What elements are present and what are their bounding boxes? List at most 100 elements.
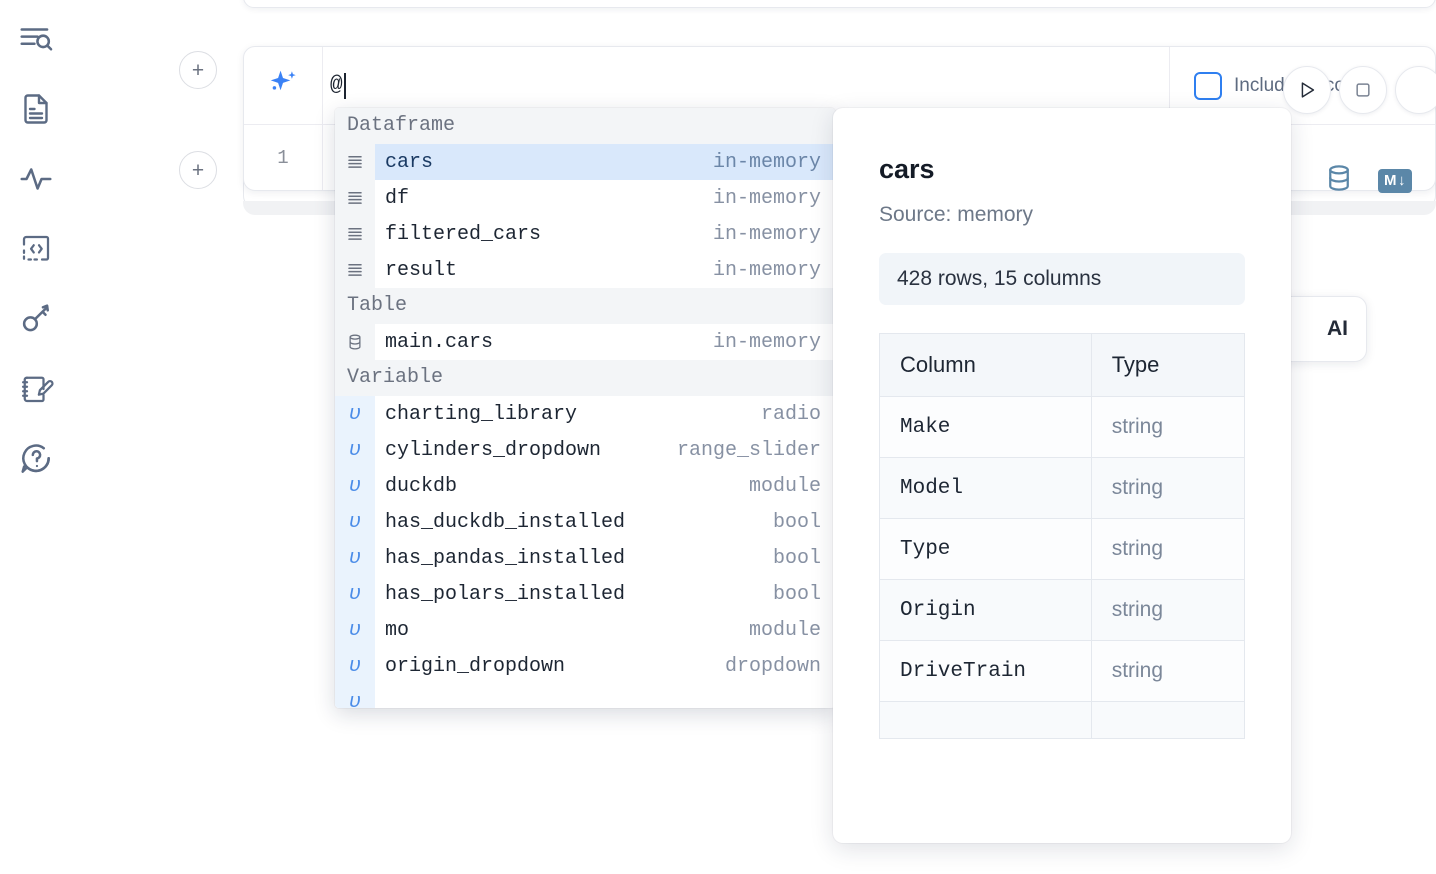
cell-gutter-divider	[322, 47, 323, 190]
autocomplete-item-type: in-memory	[712, 222, 821, 246]
database-icon[interactable]	[1324, 163, 1354, 198]
autocomplete-item-name: main.cars	[385, 330, 494, 354]
cell-run-controls	[1283, 66, 1436, 114]
ai-code-row: 1	[244, 125, 1435, 191]
schema-header-type: Type	[1090, 333, 1246, 397]
autocomplete-item-type: dropdown	[724, 654, 821, 678]
variable-icon: υ	[335, 468, 375, 504]
schema-table-row	[879, 701, 1246, 739]
autocomplete-item-type: in-memory	[712, 150, 821, 174]
table-db-icon	[335, 324, 375, 360]
info-panel-source: Source: memory	[879, 203, 1034, 226]
secrets-key-icon[interactable]	[15, 298, 57, 340]
add-cell-button-bottom[interactable]: +	[179, 151, 217, 189]
autocomplete-item-name: cars	[385, 150, 434, 174]
autocomplete-item[interactable]: cars in-memory	[335, 144, 835, 180]
include-all-code-checkbox[interactable]	[1194, 72, 1222, 100]
variable-icon: υ	[335, 576, 375, 612]
autocomplete-item-name: has_duckdb_installed	[385, 510, 626, 534]
markdown-arrow: ↓	[1398, 171, 1406, 189]
dataframe-icon	[335, 252, 375, 288]
autocomplete-item-name: mo	[385, 618, 410, 642]
dataframe-icon	[335, 180, 375, 216]
autocomplete-item-name: charting_library	[385, 402, 578, 426]
info-panel-title: cars	[879, 154, 935, 184]
schema-cell-type	[1090, 701, 1246, 739]
ai-prompt-input[interactable]: @	[322, 47, 1435, 124]
notebook-file-icon[interactable]	[15, 88, 57, 130]
autocomplete-item[interactable]: df in-memory	[335, 180, 835, 216]
autocomplete-item-name: cylinders_dropdown	[385, 438, 602, 462]
variable-icon: υ	[335, 648, 375, 684]
autocomplete-item[interactable]: υ origin_dropdown dropdown	[335, 648, 835, 684]
schema-cell-type: string	[1090, 518, 1246, 580]
autocomplete-item[interactable]: υ	[335, 684, 835, 708]
autocomplete-group-header: Variable	[335, 360, 835, 396]
schema-header-column: Column	[879, 333, 1092, 397]
add-cell-button-top[interactable]: +	[179, 51, 217, 89]
snippets-icon[interactable]	[15, 228, 57, 270]
autocomplete-item-type: module	[748, 474, 821, 498]
autocomplete-item[interactable]: main.cars in-memory	[335, 324, 835, 360]
autocomplete-item-name: duckdb	[385, 474, 458, 498]
autocomplete-item-type: module	[748, 618, 821, 642]
code-cell-toolbar: M↓	[1324, 163, 1412, 198]
autocomplete-item-type: bool	[772, 582, 821, 606]
activity-icon[interactable]	[15, 158, 57, 200]
autocomplete-item-type: range_slider	[676, 438, 821, 462]
dataframe-icon	[335, 144, 375, 180]
explore-icon[interactable]	[15, 18, 57, 60]
markdown-letter: M	[1384, 171, 1397, 189]
schema-cell-type: string	[1090, 396, 1246, 458]
previous-cell-edge	[243, 0, 1436, 8]
autocomplete-item-type: in-memory	[712, 330, 821, 354]
autocomplete-item-type: bool	[772, 546, 821, 570]
schema-cell-column: Make	[879, 396, 1092, 458]
autocomplete-item-type: bool	[772, 510, 821, 534]
schema-cell-column: Type	[879, 518, 1092, 580]
ai-prompt-value: @	[330, 74, 343, 97]
variable-icon: υ	[335, 504, 375, 540]
more-actions-button[interactable]	[1395, 66, 1436, 114]
autocomplete-item-name: df	[385, 186, 410, 210]
stop-icon[interactable]	[1339, 66, 1387, 114]
run-icon[interactable]	[1283, 66, 1331, 114]
schema-cell-type: string	[1090, 640, 1246, 702]
schema-cell-column	[879, 701, 1092, 739]
autocomplete-item-name: result	[385, 258, 458, 282]
autocomplete-group-header: Table	[335, 288, 835, 324]
line-number: 1	[277, 147, 289, 169]
variable-icon: υ	[335, 540, 375, 576]
markdown-icon[interactable]: M↓	[1378, 168, 1412, 193]
completion-info-panel: cars Source: memory 428 rows, 15 columns…	[833, 108, 1291, 843]
autocomplete-item[interactable]: υ has_duckdb_installed bool	[335, 504, 835, 540]
schema-cell-type: string	[1090, 579, 1246, 641]
text-caret	[343, 72, 346, 99]
left-icon-rail	[0, 0, 72, 874]
autocomplete-item-type: in-memory	[712, 186, 821, 210]
schema-table-header-row: Column Type	[879, 333, 1246, 397]
schema-cell-type: string	[1090, 457, 1246, 519]
help-icon[interactable]	[15, 438, 57, 480]
autocomplete-item-name: has_polars_installed	[385, 582, 626, 606]
ai-chip-label: AI	[1327, 317, 1348, 340]
autocomplete-item[interactable]: υ has_polars_installed bool	[335, 576, 835, 612]
autocomplete-item-name: origin_dropdown	[385, 654, 566, 678]
variable-icon: υ	[335, 612, 375, 648]
scratchpad-icon[interactable]	[15, 368, 57, 410]
info-panel-shape: 428 rows, 15 columns	[879, 253, 1245, 305]
